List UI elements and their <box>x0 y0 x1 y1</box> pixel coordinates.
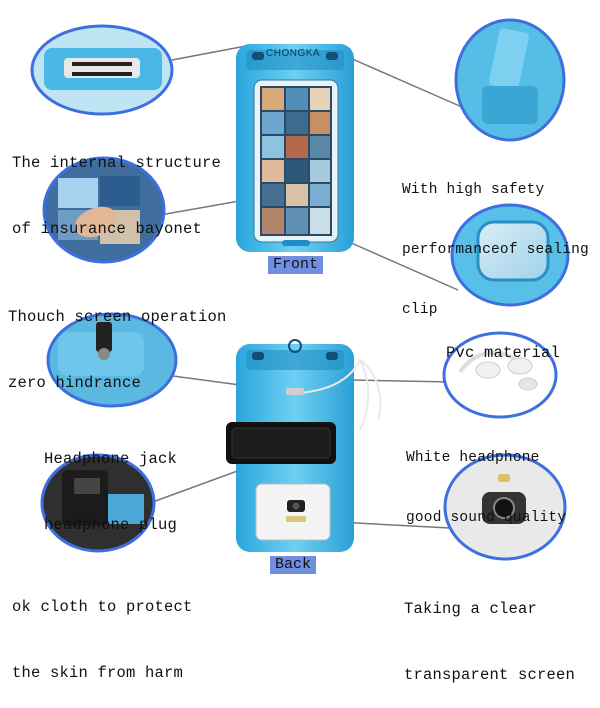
brand-logo-text: CHONGKA <box>266 48 321 59</box>
detail-bayonet-photo <box>30 24 174 116</box>
callout-touch: Thouch screen operation zero hindrance <box>8 308 227 392</box>
callout-headphone-jack: Headphone jack headphone plug <box>44 450 178 534</box>
callout-screen: Taking a clear transparent screen <box>404 600 576 684</box>
front-screen-photos <box>260 86 332 236</box>
callout-sealing-clip: With high safety performanceof sealing c… <box>402 182 589 318</box>
callout-bayonet: The internal structure of insurance bayo… <box>12 154 222 238</box>
detail-cloth-photo <box>40 453 156 553</box>
back-label: Back <box>270 556 317 574</box>
front-label: Front <box>268 256 324 274</box>
detail-camera-photo <box>443 453 567 561</box>
detail-clip-photo <box>454 18 566 142</box>
front-case <box>236 44 354 252</box>
back-case <box>226 339 382 552</box>
callout-cloth: ok cloth to protect the skin from harm <box>12 598 193 682</box>
callout-headphone: White headphone good sound quality <box>406 450 567 526</box>
detail-touch-photo <box>42 156 166 264</box>
illustration-layer <box>30 18 570 561</box>
detail-jack-photo <box>46 312 178 408</box>
detail-earphone-photo <box>442 331 558 419</box>
detail-pvc-photo <box>450 203 570 307</box>
callout-pvc: Pvc material <box>446 344 561 362</box>
